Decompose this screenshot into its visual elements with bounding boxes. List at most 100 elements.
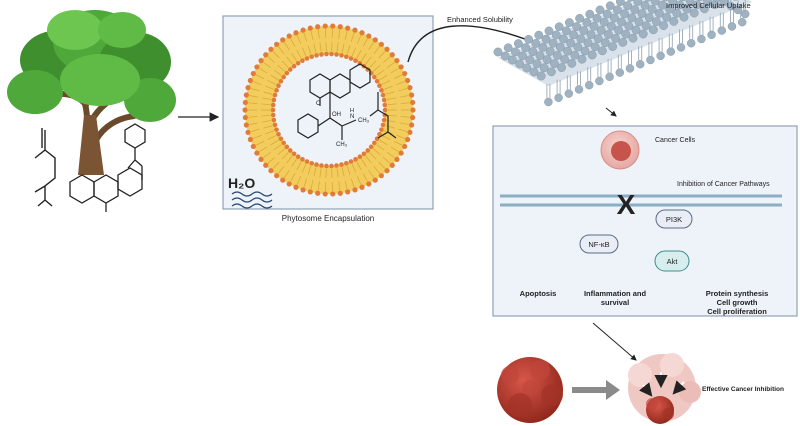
lipid-head-inner bbox=[319, 52, 324, 57]
lipid-head-inner bbox=[379, 88, 384, 93]
lipid-head-inner bbox=[281, 140, 286, 146]
lipid-head-inner bbox=[348, 56, 354, 61]
lipid-head-inner bbox=[295, 60, 301, 66]
lipid-head-outer bbox=[322, 191, 328, 197]
nfkb-node: NF-κB bbox=[579, 234, 619, 254]
lipid-head-outer bbox=[330, 191, 336, 197]
lipid-head-outer bbox=[394, 156, 400, 162]
lipid-head-inner bbox=[271, 97, 277, 103]
lipid-head-inner bbox=[278, 136, 284, 142]
lipid-head-inner bbox=[288, 67, 293, 72]
lipid-head-outer bbox=[384, 46, 390, 52]
lipid-head-outer bbox=[405, 136, 411, 143]
lipid-head-outer bbox=[245, 129, 251, 135]
phytosome-caption: Phytosome Encapsulation bbox=[282, 214, 375, 223]
lipid-head-outer bbox=[258, 156, 264, 162]
lipid-head-outer bbox=[263, 52, 269, 58]
lipid-head-outer bbox=[410, 99, 416, 106]
molecule-flavone-tree bbox=[69, 167, 143, 212]
lipid-head-inner bbox=[334, 163, 339, 168]
lipid-head-outer bbox=[409, 92, 415, 98]
arrow-to-inhibition bbox=[592, 322, 637, 361]
lipid-head-outer bbox=[300, 27, 306, 33]
lipid-head-inner bbox=[304, 159, 310, 164]
lipid-head-inner bbox=[324, 51, 329, 57]
lipid-head-inner bbox=[381, 97, 387, 103]
lipid-head-inner bbox=[382, 107, 388, 113]
lipid-head-outer bbox=[394, 58, 400, 64]
lipid-head-outer bbox=[293, 184, 299, 190]
lipid-head-inner bbox=[291, 63, 297, 69]
lipid-head-inner bbox=[295, 154, 301, 160]
lipid-head-outer bbox=[250, 70, 256, 77]
lipid-head-outer bbox=[307, 25, 313, 31]
lipid-head-outer bbox=[247, 136, 253, 143]
lipid-head-inner bbox=[344, 54, 349, 60]
lipid-head-inner bbox=[339, 53, 344, 58]
lipid-head-outer bbox=[407, 129, 413, 135]
protein-synthesis-label: Protein synthesis bbox=[706, 289, 769, 298]
lipid-head-outer bbox=[274, 41, 280, 47]
lipid-head-outer bbox=[410, 114, 416, 121]
lipid-head-inner bbox=[319, 163, 324, 168]
lipid-head-outer bbox=[322, 23, 328, 29]
lipid-head-outer bbox=[409, 122, 415, 128]
lipid-head-outer bbox=[330, 23, 336, 29]
progress-arrow bbox=[572, 380, 620, 400]
lipid-head-inner bbox=[270, 102, 276, 108]
lipid-head-inner bbox=[357, 154, 363, 160]
molecule-terpene bbox=[34, 128, 56, 207]
lipid-head-inner bbox=[304, 56, 310, 61]
molecule-label-ch3-a: CH₃ bbox=[358, 118, 370, 124]
lipid-head-outer bbox=[268, 46, 274, 52]
lipid-head-outer bbox=[366, 181, 372, 187]
lipid-head-outer bbox=[402, 143, 408, 150]
lipid-head-outer bbox=[389, 52, 395, 58]
lipid-head-inner bbox=[270, 112, 276, 118]
akt-node: Akt bbox=[654, 250, 690, 272]
lipid-head-outer bbox=[337, 24, 343, 30]
molecule-amino-tree bbox=[124, 123, 146, 180]
lipid-head-inner bbox=[334, 52, 339, 57]
lipid-head-inner bbox=[309, 160, 314, 166]
lipid-head-outer bbox=[242, 107, 248, 113]
molecule-inside-vesicle bbox=[297, 63, 397, 140]
cell-growth-label: Cell growth bbox=[717, 298, 758, 307]
lipid-head-inner bbox=[272, 122, 278, 128]
lipid-head-outer bbox=[398, 64, 404, 70]
lipid-head-outer bbox=[398, 150, 404, 156]
lipid-head-inner bbox=[270, 107, 276, 113]
cell-membrane bbox=[493, 0, 753, 107]
tree-illustration bbox=[7, 10, 176, 175]
lipid-head-inner bbox=[380, 92, 386, 98]
lipid-head-outer bbox=[254, 64, 260, 70]
lipid-head-inner bbox=[372, 140, 377, 146]
lipid-head-inner bbox=[382, 102, 388, 108]
lipid-head-outer bbox=[268, 168, 274, 174]
lipid-head-inner bbox=[274, 127, 279, 132]
lipid-head-outer bbox=[245, 85, 251, 91]
lipid-head-outer bbox=[274, 173, 280, 179]
lipid-head-outer bbox=[345, 189, 351, 195]
lipid-head-inner bbox=[377, 131, 382, 137]
phytosome-vesicle bbox=[242, 23, 416, 197]
molecule-label-n: N bbox=[350, 114, 354, 120]
lipid-head-outer bbox=[337, 190, 343, 196]
lipid-head-inner bbox=[374, 78, 380, 84]
lipid-head-outer bbox=[410, 107, 416, 113]
lipid-head-inner bbox=[372, 74, 377, 80]
lipid-head-outer bbox=[378, 41, 384, 47]
pi3k-node: PI3K bbox=[655, 209, 693, 229]
molecule-label-o: O bbox=[316, 101, 321, 107]
lipid-head-outer bbox=[372, 37, 378, 43]
lipid-head-outer bbox=[315, 190, 321, 196]
lipid-head-outer bbox=[242, 114, 248, 121]
lipid-head-inner bbox=[339, 162, 344, 167]
lipid-head-inner bbox=[344, 160, 349, 166]
lipid-head-outer bbox=[345, 25, 351, 31]
lipid-head-inner bbox=[300, 157, 305, 162]
lipid-head-inner bbox=[324, 163, 329, 169]
tumor-large bbox=[497, 357, 563, 423]
lipid-head-outer bbox=[359, 30, 365, 36]
lipid-head-inner bbox=[291, 151, 297, 157]
